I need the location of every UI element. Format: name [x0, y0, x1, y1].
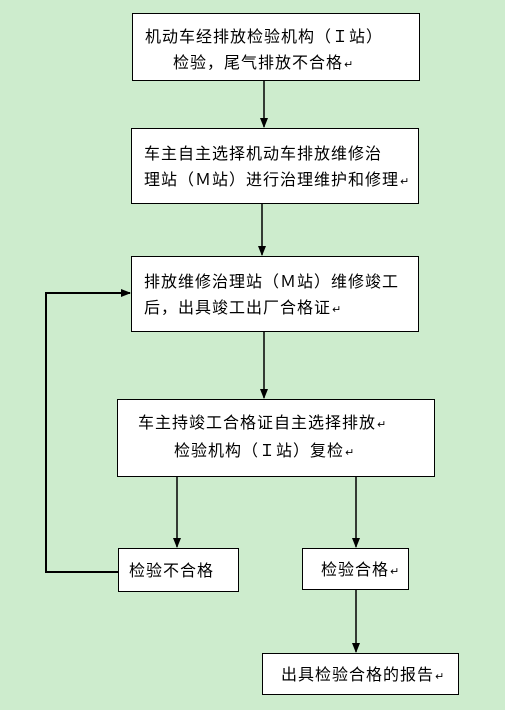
step-1-line-2: 检验，尾气排放不合格 [173, 53, 344, 72]
pass-label: 检验合格 [321, 560, 390, 579]
step-4-return-mark-2: ↵ [345, 446, 356, 459]
step-2-line-2: 理站（Ｍ站）进行治理维护和修理 [144, 170, 400, 189]
step-3-line-1: 排放维修治理站（Ｍ站）维修竣工 [144, 272, 400, 291]
step-3-line-2: 后，出具竣工出厂合格证 [144, 298, 332, 317]
step-1-line-1: 机动车经排放检验机构（Ｉ站） [145, 27, 384, 46]
step-1-box: 机动车经排放检验机构（Ｉ站） 检验，尾气排放不合格↵ [132, 13, 420, 81]
step-2-box: 车主自主选择机动车排放维修治 理站（Ｍ站）进行治理维护和修理↵ [131, 128, 419, 204]
step-1-return-mark: ↵ [344, 58, 355, 71]
report-box: 出具检验合格的报告↵ [262, 653, 459, 695]
step-4-line-1: 车主持竣工合格证自主选择排放 [138, 413, 377, 432]
step-3-return-mark: ↵ [332, 303, 343, 316]
step-2-return-mark: ↵ [400, 175, 411, 188]
step-4-return-mark-1: ↵ [377, 418, 388, 431]
fail-label: 检验不合格 [129, 561, 215, 580]
step-2-line-1: 车主自主选择机动车排放维修治 [144, 144, 383, 163]
pass-return-mark: ↵ [390, 565, 401, 578]
pass-box: 检验合格↵ [302, 548, 409, 590]
step-3-box: 排放维修治理站（Ｍ站）维修竣工 后，出具竣工出厂合格证↵ [131, 256, 419, 332]
fail-box: 检验不合格 [118, 548, 239, 592]
step-4-line-2: 检验机构（Ｉ站）复检 [174, 441, 345, 460]
arrow-fail-loop-to-step3 [45, 289, 131, 573]
report-return-mark: ↵ [435, 670, 446, 683]
step-4-box: 车主持竣工合格证自主选择排放↵ 检验机构（Ｉ站）复检↵ [117, 399, 435, 477]
report-label: 出具检验合格的报告 [281, 665, 435, 684]
